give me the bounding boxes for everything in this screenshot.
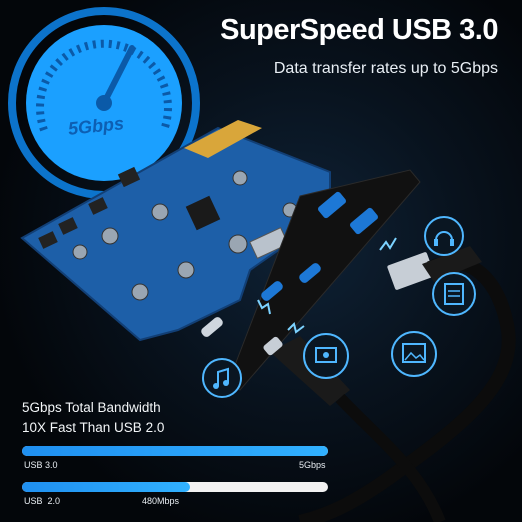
spark-effects	[257, 237, 397, 334]
image-icon	[391, 331, 437, 377]
usb-a-cable	[298, 246, 516, 522]
usb3-speed-label: 5Gbps	[299, 460, 326, 470]
bandwidth-line-1: 5Gbps Total Bandwidth	[22, 400, 161, 415]
usb2-label: USB 2.0	[24, 496, 61, 506]
bandwidth-line-2: 10X Fast Than USB 2.0	[22, 420, 165, 435]
headset-icon	[424, 216, 464, 256]
document-icon	[432, 272, 476, 316]
usb2-bar-fill	[22, 482, 191, 492]
usb2-bar	[22, 482, 328, 492]
usb3-label: USB 3.0	[24, 460, 58, 470]
usb3-bar	[22, 446, 328, 456]
photo-icon	[303, 333, 349, 379]
page-subtitle: Data transfer rates up to 5Gbps	[273, 60, 498, 77]
music-icon	[202, 358, 242, 398]
bracket	[201, 169, 421, 391]
pcie-card	[20, 120, 337, 342]
usb3-bar-fill	[22, 446, 328, 456]
page-title: SuperSpeed USB 3.0	[220, 14, 498, 46]
usb2-speed-label: 480Mbps	[142, 496, 180, 506]
